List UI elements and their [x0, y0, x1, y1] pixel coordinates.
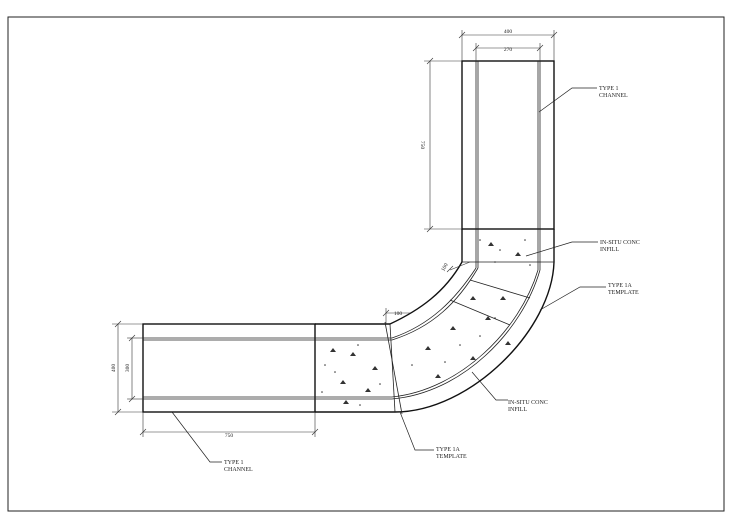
- horizontal-channel: [142, 323, 316, 413]
- label-insitu-infill-bottom: IN-SITU CONC INFILL: [471, 371, 548, 413]
- dimension-offset-lower: 100: [382, 308, 410, 324]
- dimension-left-300: 300: [125, 334, 143, 403]
- label-type1-channel-bottom: TYPE 1 CHANNEL: [171, 411, 253, 473]
- svg-text:TEMPLATE: TEMPLATE: [608, 290, 639, 296]
- dim-left-outer-height: 400: [111, 364, 117, 373]
- curved-template: [384, 261, 555, 415]
- label-type1a-template-right: TYPE 1A TEMPLATE: [539, 283, 639, 311]
- vertical-channel: [461, 60, 555, 230]
- drawing-border: [7, 16, 725, 512]
- dimension-horizontal-750: 750: [139, 412, 319, 439]
- dimension-left-400: 400: [111, 320, 143, 416]
- svg-text:IN-SITU CONC: IN-SITU CONC: [508, 400, 548, 406]
- label-insitu-infill-top: IN-SITU CONC INFILL: [525, 240, 640, 257]
- svg-text:TYPE 1A: TYPE 1A: [436, 447, 461, 453]
- svg-text:INFILL: INFILL: [600, 247, 619, 253]
- svg-text:TYPE 1: TYPE 1: [599, 86, 619, 92]
- dim-left-inner-height: 300: [125, 364, 131, 373]
- svg-text:CHANNEL: CHANNEL: [224, 467, 253, 473]
- label-type1a-template-bottom: TYPE 1A TEMPLATE: [399, 411, 467, 460]
- dimension-top-400: 400: [458, 29, 558, 61]
- svg-text:CHANNEL: CHANNEL: [599, 93, 628, 99]
- svg-text:TYPE 1: TYPE 1: [224, 460, 244, 466]
- dim-top-outer-width: 400: [504, 29, 513, 35]
- svg-text:TYPE 1A: TYPE 1A: [608, 283, 633, 289]
- dimension-top-270: 270: [472, 43, 544, 61]
- svg-text:INFILL: INFILL: [508, 407, 527, 413]
- dim-offset-upper: 100: [440, 262, 449, 272]
- svg-text:IN-SITU CONC: IN-SITU CONC: [600, 240, 640, 246]
- horizontal-infill-section: [315, 323, 395, 413]
- vertical-infill-section: [461, 229, 555, 270]
- dim-offset-lower: 100: [394, 311, 403, 317]
- svg-text:TEMPLATE: TEMPLATE: [436, 454, 467, 460]
- dim-top-inner-width: 270: [504, 47, 513, 53]
- label-type1-channel-top: TYPE 1 CHANNEL: [538, 86, 628, 113]
- dimension-offset-upper: 100: [440, 261, 471, 273]
- dim-vertical-length: 750: [419, 141, 425, 150]
- infill-hatching: [321, 239, 531, 406]
- dimension-vertical-750: 750: [419, 57, 462, 233]
- dim-horizontal-length: 750: [225, 433, 234, 439]
